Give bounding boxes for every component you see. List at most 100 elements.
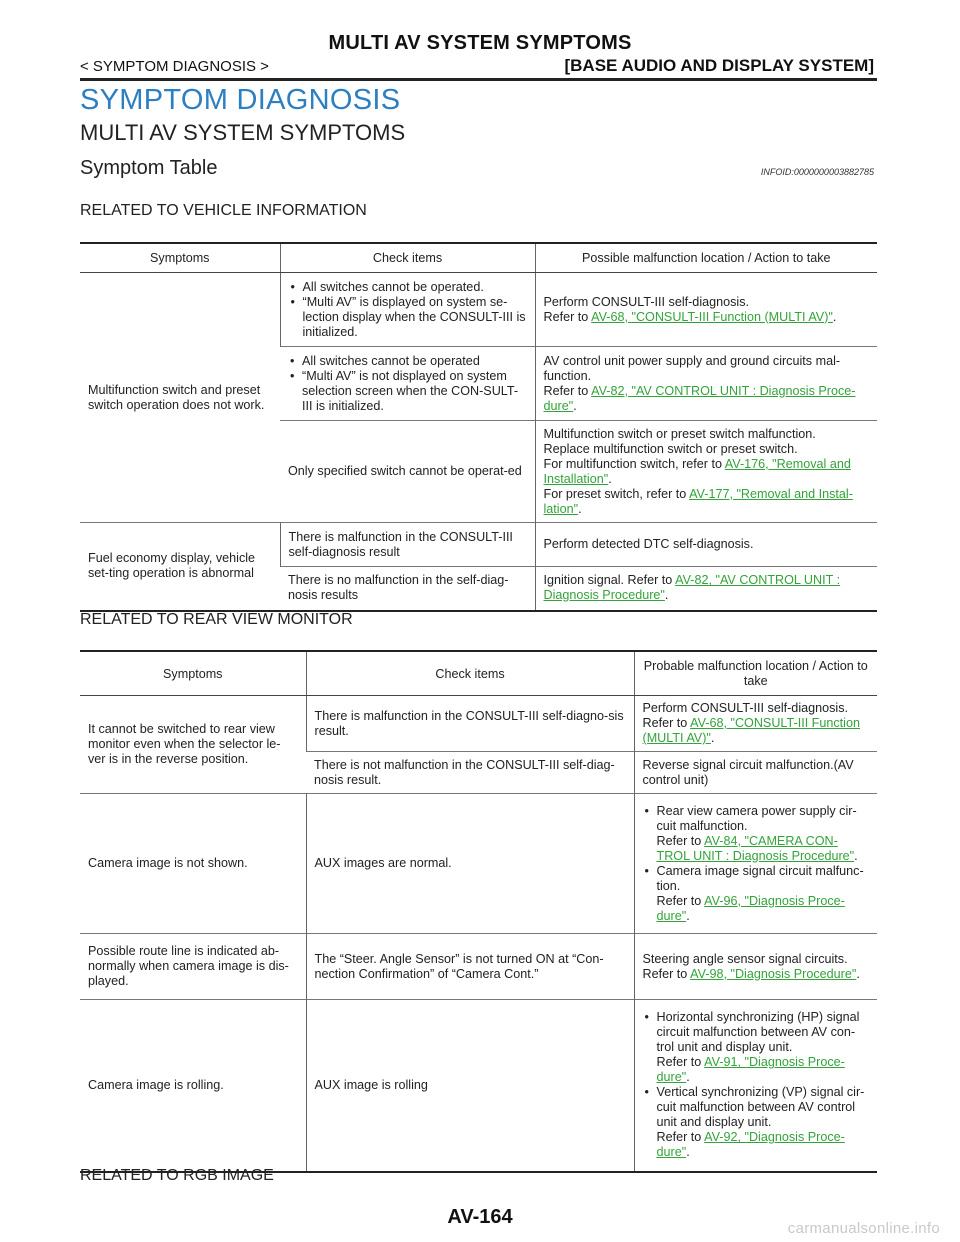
check-items-cell: AUX images are normal.	[305, 793, 634, 934]
symptom-cell: Multifunction switch and preset switch o…	[80, 272, 280, 523]
punctuation: .	[686, 1145, 690, 1160]
action-text: Refer to	[543, 383, 592, 398]
link-av177[interactable]: AV-177, "Removal and Instal-lation"	[543, 486, 853, 516]
vehicle-information-table: Symptoms Check items Possible malfunctio…	[80, 242, 877, 612]
action-cell: Perform CONSULT-III self-diagnosis. Refe…	[534, 272, 877, 347]
link-av96[interactable]: AV-96, "Diagnosis Proce-dure"	[656, 893, 845, 923]
action-text: Refer to	[642, 966, 691, 981]
check-items-cell: There is malfunction in the CONSULT-III …	[305, 695, 634, 752]
table-row: Camera image is rolling. AUX image is ro…	[80, 999, 877, 1172]
punctuation: .	[686, 1070, 690, 1085]
link-av92[interactable]: AV-92, "Diagnosis Proce-dure"	[656, 1130, 845, 1160]
link-av91[interactable]: AV-91, "Diagnosis Proce-dure"	[656, 1055, 845, 1085]
symptom-cell: Fuel economy display, vehicle set-ting o…	[80, 522, 280, 611]
action-text: Camera image signal circuit malfunc-tion…	[656, 863, 864, 893]
table-row: There is no malfunction in the self-diag…	[80, 566, 877, 611]
action-cell: Horizontal synchronizing (HP) signal cir…	[633, 999, 877, 1172]
action-text: Perform CONSULT-III self-diagnosis.	[543, 294, 750, 309]
link-av82-ignition[interactable]: AV-82, "AV CONTROL UNIT : Diagnosis Proc…	[543, 573, 841, 603]
column-header-action: Probable malfunction location / Action t…	[633, 651, 877, 696]
punctuation: .	[578, 501, 582, 516]
rear-view-monitor-table: Symptoms Check items Probable malfunctio…	[80, 650, 877, 1173]
check-items-cell: Only specified switch cannot be operat-e…	[280, 420, 535, 523]
check-items-cell: The “Steer. Angle Sensor” is not turned …	[305, 933, 634, 1000]
table-header-row: Symptoms Check items Possible malfunctio…	[80, 243, 877, 273]
symptom-text: Fuel economy display, vehicle set-ting o…	[88, 551, 256, 581]
action-text: Rear view camera power supply cir-cuit m…	[656, 803, 857, 833]
topic-title: Symptom Table	[80, 157, 218, 179]
list-item: Rear view camera power supply cir-cuit m…	[643, 804, 870, 864]
list-item: “Multi AV” is not displayed on system se…	[288, 369, 527, 414]
column-header-symptoms: Symptoms	[80, 651, 306, 696]
action-text: Perform CONSULT-III self-diagnosis.	[642, 701, 849, 715]
action-text: Horizontal synchronizing (HP) signal cir…	[656, 1010, 860, 1055]
action-text: Refer to	[656, 833, 705, 848]
section-title: SYMPTOM DIAGNOSIS	[80, 84, 401, 116]
header-system: [BASE AUDIO AND DISPLAY SYSTEM]	[564, 56, 874, 75]
action-text: Replace multifunction switch or preset s…	[543, 441, 798, 456]
symptom-cell: It cannot be switched to rear view monit…	[80, 695, 306, 794]
heading-vehicle-information: RELATED TO VEHICLE INFORMATION	[80, 202, 367, 219]
punctuation: .	[686, 908, 690, 923]
punctuation: .	[832, 309, 837, 324]
page-number: AV-164	[447, 1206, 513, 1228]
symptom-text: It cannot be switched to rear view monit…	[88, 722, 281, 766]
column-header-check-items: Check items	[305, 651, 634, 696]
info-id: INFOID:0000000003882785	[760, 167, 874, 177]
action-cell: Perform CONSULT-III self-diagnosis. Refe…	[633, 695, 877, 752]
symptom-cell: Camera image is not shown.	[80, 793, 306, 934]
check-items-cell: There is not malfunction in the CONSULT-…	[306, 751, 634, 794]
column-header-action: Possible malfunction location / Action t…	[534, 243, 877, 273]
action-text: Steering angle sensor signal circuits.	[642, 951, 848, 966]
list-item: Horizontal synchronizing (HP) signal cir…	[643, 1010, 870, 1085]
table-row: Possible route line is indicated ab-norm…	[80, 933, 877, 1000]
action-text: AV control unit power supply and ground …	[543, 353, 841, 383]
action-text: Refer to	[656, 1130, 705, 1145]
link-av84[interactable]: AV-84, "CAMERA CON-TROL UNIT : Diagnosis…	[656, 833, 855, 863]
punctuation: .	[573, 398, 577, 413]
action-cell: Steering angle sensor signal circuits. R…	[633, 933, 877, 1000]
link-av82[interactable]: AV-82, "AV CONTROL UNIT : Diagnosis Proc…	[543, 383, 856, 413]
symptom-cell: Possible route line is indicated ab-norm…	[80, 933, 306, 1000]
list-item: All switches cannot be operated.	[289, 280, 527, 295]
check-items-cell: AUX image is rolling	[305, 999, 634, 1172]
action-cell: Rear view camera power supply cir-cuit m…	[633, 793, 877, 934]
link-av68-rear[interactable]: AV-68, "CONSULT-III Function (MULTI AV)"	[642, 716, 861, 745]
action-text: For multifunction switch, refer to	[543, 456, 725, 471]
action-text: Ignition signal. Refer to	[543, 573, 676, 588]
action-text: Refer to	[656, 1055, 705, 1070]
table-row: Fuel economy display, vehicle set-ting o…	[80, 522, 877, 611]
punctuation: .	[664, 588, 669, 603]
table-header-row: Symptoms Check items Probable malfunctio…	[80, 651, 877, 696]
punctuation: .	[854, 848, 858, 863]
check-items-cell: There is malfunction in the CONSULT-III …	[279, 522, 535, 567]
link-av98[interactable]: AV-98, "Diagnosis Procedure"	[690, 966, 857, 981]
action-text: Refer to	[642, 716, 691, 730]
table-row: Multifunction switch and preset switch o…	[80, 272, 877, 523]
punctuation: .	[710, 731, 715, 745]
header-rule	[80, 78, 877, 81]
action-cell: Ignition signal. Refer to AV-82, "AV CON…	[534, 566, 877, 611]
table-row: Camera image is not shown. AUX images ar…	[80, 793, 877, 934]
check-items-cell: All switches cannot be operated “Multi A…	[280, 346, 535, 421]
column-header-symptoms: Symptoms	[80, 243, 280, 273]
table-row: There is not malfunction in the CONSULT-…	[80, 751, 877, 794]
header-breadcrumb: < SYMPTOM DIAGNOSIS >	[80, 58, 269, 75]
watermark: carmanualsonline.info	[787, 1220, 940, 1237]
list-item: Camera image signal circuit malfunc-tion…	[643, 864, 870, 924]
action-text: For preset switch, refer to	[543, 486, 690, 501]
link-av68[interactable]: AV-68, "CONSULT-III Function (MULTI AV)"	[591, 309, 833, 324]
action-text: Multifunction switch or preset switch ma…	[543, 426, 816, 441]
list-item: “Multi AV” is displayed on system se-lec…	[289, 295, 527, 340]
link-av176[interactable]: AV-176, "Removal and Installation"	[543, 456, 851, 486]
symptom-cell: Camera image is rolling.	[80, 999, 306, 1172]
punctuation: .	[608, 471, 612, 486]
table-row: It cannot be switched to rear view monit…	[80, 695, 877, 794]
list-item: Vertical synchronizing (VP) signal cir-c…	[643, 1085, 870, 1160]
action-cell: AV control unit power supply and ground …	[534, 346, 877, 421]
table-row: All switches cannot be operated “Multi A…	[80, 346, 877, 421]
column-header-check-items: Check items	[279, 243, 535, 273]
heading-rear-view-monitor: RELATED TO REAR VIEW MONITOR	[80, 611, 353, 628]
check-items-cell: All switches cannot be operated. “Multi …	[279, 272, 535, 347]
